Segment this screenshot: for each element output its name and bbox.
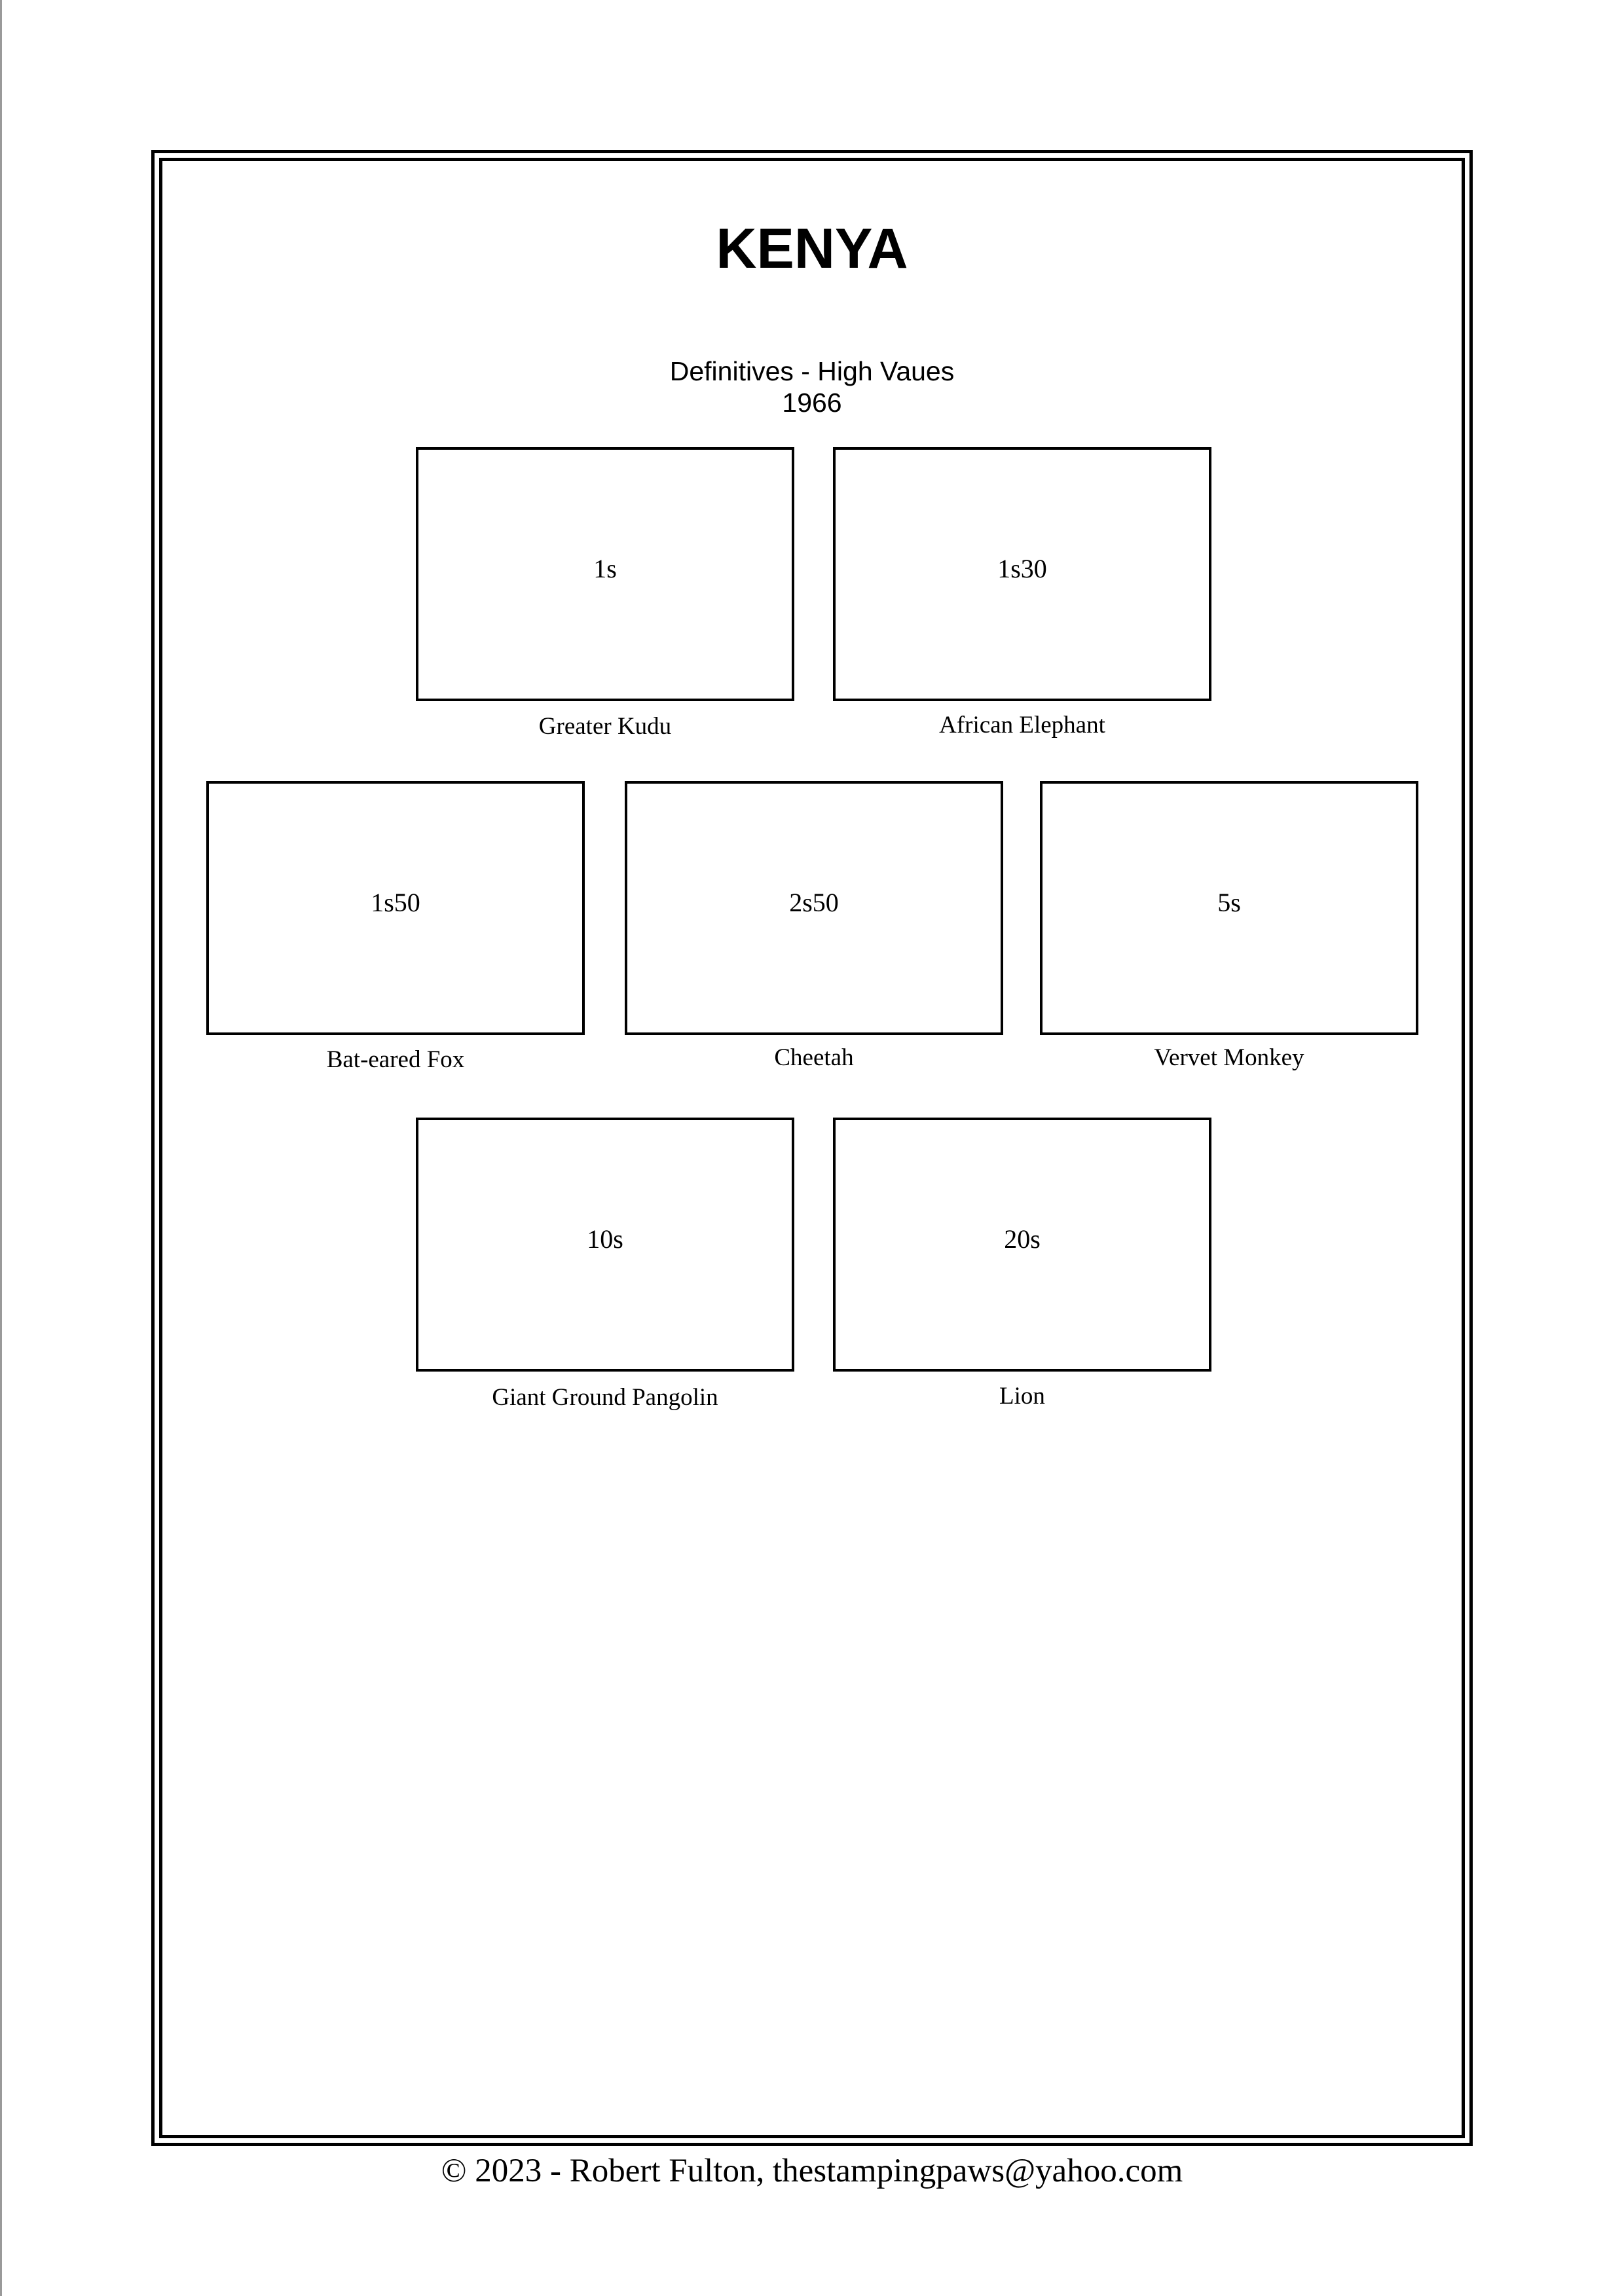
stamp-value: 10s [587, 1224, 623, 1254]
page-border-outer [151, 150, 1473, 2146]
copyright-footer: © 2023 - Robert Fulton, thestampingpaws@… [441, 2153, 1183, 2189]
set-title: Definitives - High Vaues [669, 356, 955, 386]
stamp-value: 2s50 [789, 888, 839, 917]
stamp-box: 20s [833, 1118, 1211, 1372]
stamp-caption: Lion [999, 1383, 1045, 1410]
stamp-box: 1s30 [833, 447, 1211, 701]
stamp-caption: African Elephant [939, 712, 1105, 738]
stamp-value: 1s50 [371, 888, 420, 917]
set-year: 1966 [782, 388, 842, 418]
stamp-box: 1s [416, 447, 794, 701]
stamp-box: 10s [416, 1118, 794, 1372]
stamp-value: 1s30 [997, 554, 1047, 583]
stamp-value: 20s [1004, 1224, 1041, 1254]
stamp-value: 5s [1217, 888, 1241, 917]
stamp-box: 1s50 [206, 781, 585, 1035]
stamp-caption: Greater Kudu [538, 713, 672, 740]
stamp-caption: Giant Ground Pangolin [492, 1384, 718, 1411]
stamp-caption: Vervet Monkey [1154, 1044, 1304, 1071]
stamp-value: 1s [593, 554, 617, 583]
stamp-caption: Bat-eared Fox [326, 1046, 465, 1073]
stamp-box: 2s50 [625, 781, 1003, 1035]
page-title: KENYA [716, 217, 908, 280]
page-left-edge [0, 0, 2, 2296]
page-border-inner [159, 158, 1465, 2138]
stamp-caption: Cheetah [774, 1044, 854, 1071]
stamp-box: 5s [1040, 781, 1418, 1035]
